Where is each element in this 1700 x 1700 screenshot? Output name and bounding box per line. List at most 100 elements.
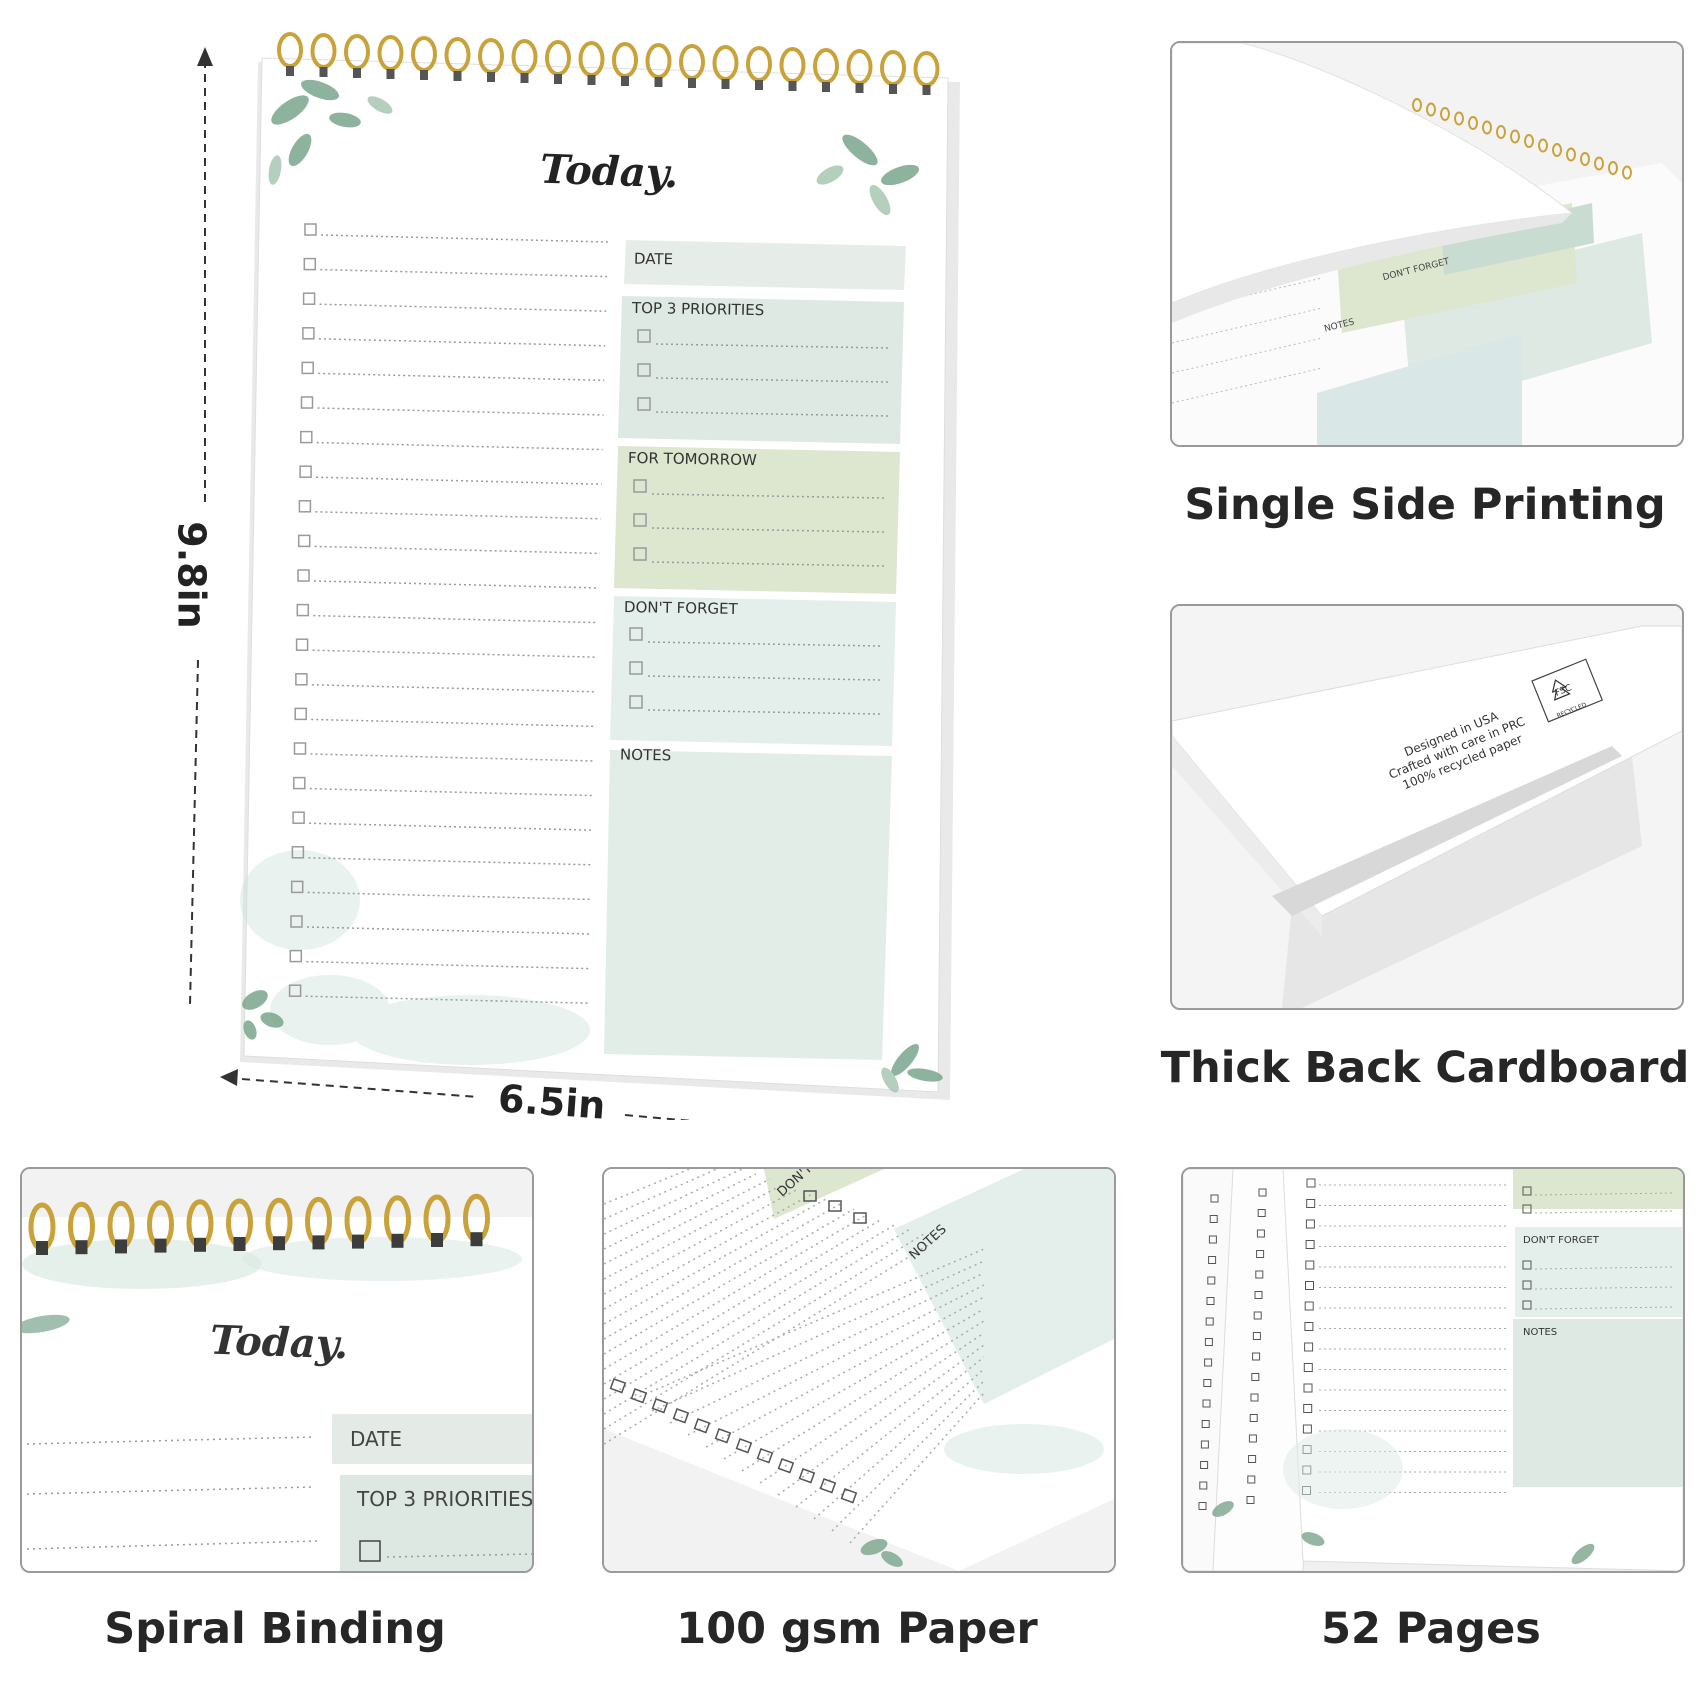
spiral-rings: [277, 32, 940, 95]
checkbox-icon: [1305, 1281, 1314, 1290]
ring-hole: [115, 1239, 127, 1254]
checkbox-icon: [1258, 1188, 1267, 1197]
task-line: [310, 753, 595, 762]
leaf-decoration: [22, 1314, 70, 1334]
spiral-ring: [1412, 98, 1422, 112]
checkbox-icon: [1250, 1393, 1259, 1402]
checkbox-icon: [1202, 1399, 1211, 1408]
task-line: [309, 822, 593, 831]
spiral-ring: [1454, 111, 1464, 126]
caption-spiral-binding: Spiral Binding: [104, 1604, 446, 1654]
ring-hole: [36, 1241, 48, 1255]
spiral-ring: [1608, 161, 1618, 175]
ring-hole: [273, 1236, 285, 1251]
checkbox-icon: [296, 603, 310, 617]
ring-hole: [889, 84, 897, 94]
spiral-ring: [1580, 152, 1590, 166]
section-line: [655, 377, 889, 383]
checkbox-icon: [853, 1212, 867, 1224]
spiral-binding-panel: Today. DATE TOP 3 PRIORITIES: [20, 1167, 534, 1573]
dont-forget-label: DON'T FORGET: [623, 598, 738, 618]
checkbox-icon: [819, 1478, 837, 1494]
checkbox-icon: [1522, 1260, 1532, 1270]
leaf-decoration-bottom-right: [881, 1044, 943, 1093]
ring-hole: [554, 74, 562, 84]
checkbox-icon: [1248, 1434, 1257, 1443]
checkbox-icon: [295, 673, 308, 686]
checkbox-icon: [297, 534, 311, 548]
ring-hole: [194, 1237, 206, 1252]
ring-hole: [233, 1237, 246, 1251]
ruled-line: [795, 1356, 985, 1508]
checkbox-icon: [1209, 1215, 1218, 1223]
checkbox-icon: [840, 1488, 858, 1504]
ruled-line: [1534, 1306, 1674, 1310]
checkbox-icon: [637, 397, 651, 411]
ring-hole: [855, 83, 864, 93]
ruled-line: [723, 1308, 985, 1460]
task-line: [307, 891, 591, 901]
checkbox-icon: [293, 742, 307, 755]
ring-hole: [353, 68, 361, 78]
checkbox-icon: [1522, 1300, 1532, 1310]
checkbox-icon: [1303, 1363, 1313, 1372]
checkbox-icon: [803, 1190, 817, 1202]
ring-hole: [654, 77, 663, 87]
section-line: [655, 411, 889, 417]
caption-paper-weight: 100 gsm Paper: [676, 1604, 1038, 1654]
checkbox-icon: [1249, 1414, 1258, 1422]
checkbox-icon: [714, 1428, 732, 1444]
ruled-line: [1534, 1210, 1674, 1214]
checkbox-icon: [1200, 1461, 1209, 1469]
checkbox-icon: [1200, 1440, 1209, 1449]
ring-hole: [453, 71, 462, 81]
ruled-line: [604, 1169, 743, 1235]
ring-hole: [470, 1232, 483, 1247]
thick-back-cardboard-panel: FSC RECYCLED Designed in USA Crafted wit…: [1170, 604, 1684, 1010]
checkbox-icon: [288, 984, 302, 997]
checkbox-icon: [735, 1438, 753, 1454]
checkbox-icon: [1246, 1496, 1255, 1504]
checkbox-icon: [630, 1388, 648, 1404]
checkbox-icon: [302, 327, 315, 340]
leaf-decoration: [860, 1538, 903, 1567]
task-line: [306, 926, 591, 935]
ruled-line: [651, 1260, 985, 1412]
checkbox-icon: [1201, 1420, 1210, 1428]
ring-hole: [587, 75, 596, 85]
ring-hole: [520, 73, 529, 83]
section-line: [651, 527, 885, 533]
section-line: [655, 343, 889, 349]
checkbox-icon: [301, 361, 314, 375]
checkbox-icon: [1205, 1317, 1214, 1326]
checkbox-icon: [1247, 1475, 1256, 1484]
checkbox-icon: [1303, 1404, 1313, 1413]
single-side-printing-panel: DON'T FORGET NOTES: [1170, 41, 1684, 447]
ruled-line: [1534, 1286, 1674, 1290]
ring-hole: [312, 1235, 325, 1250]
ruled-line: [604, 1188, 799, 1295]
ruled-line: [604, 1178, 771, 1265]
spiral-ring: [1594, 156, 1604, 171]
section-line: [651, 561, 885, 567]
section-checklists: [629, 329, 889, 715]
checkbox-icon: [1304, 1301, 1314, 1311]
ring-hole: [286, 66, 294, 76]
ring-hole: [75, 1240, 88, 1255]
spiral-date-label: DATE: [350, 1427, 403, 1451]
checkbox-icon: [300, 430, 313, 444]
caption-page-count: 52 Pages: [1321, 1604, 1541, 1654]
spiral-panel-title: Today.: [209, 1316, 350, 1369]
checkbox-icon: [637, 329, 651, 343]
spiral-ring: [1552, 143, 1562, 157]
ring-hole: [922, 85, 931, 95]
checkbox-icon: [1522, 1204, 1532, 1214]
checkbox-icon: [1198, 1502, 1207, 1510]
ruled-line: [604, 1169, 719, 1220]
checkbox-icon: [300, 396, 314, 409]
leaf-decoration-top-right: [816, 134, 919, 216]
checkbox-icon: [672, 1408, 690, 1424]
ruled-line: [604, 1169, 692, 1205]
ruled-line: [604, 1193, 813, 1310]
checkbox-icon: [1305, 1240, 1315, 1249]
